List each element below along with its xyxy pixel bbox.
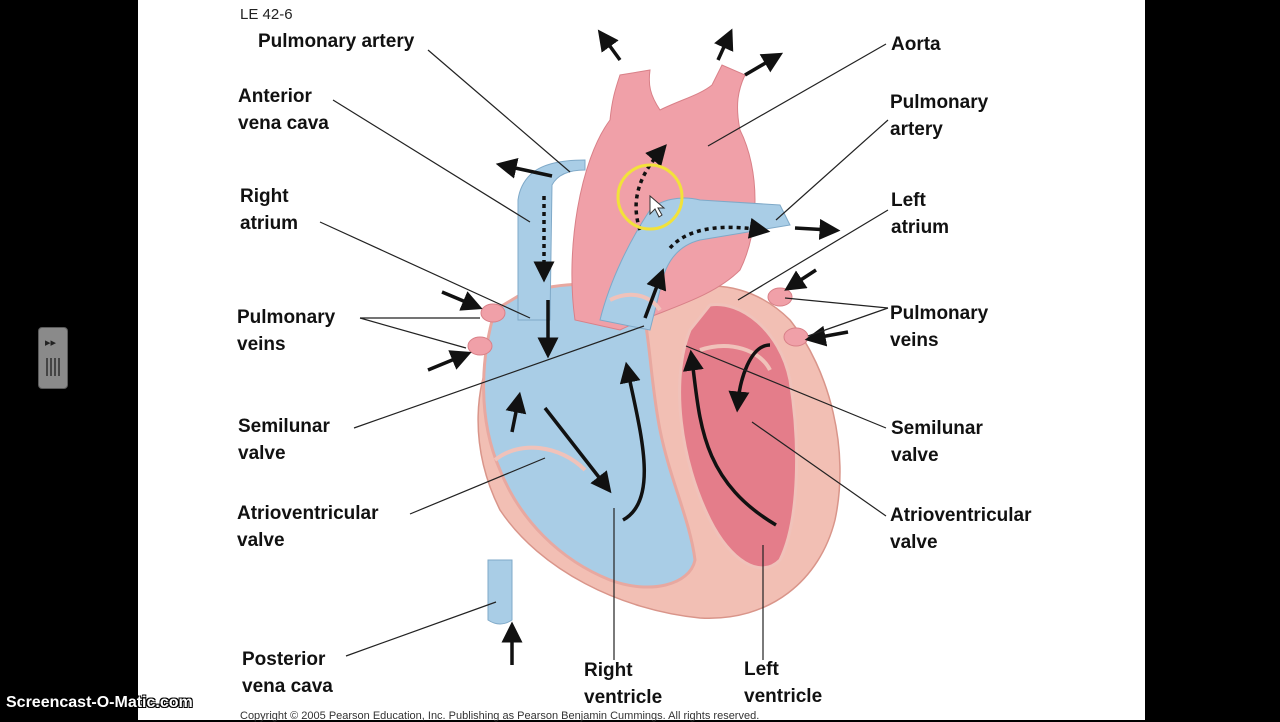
arrow-pv-left-upper-in: [441, 290, 483, 311]
semilunar-valve-right-heart: [609, 292, 662, 312]
leader-pulmonary-artery-left: [427, 49, 571, 173]
leader-semilunar-valve-right: [685, 345, 887, 429]
label-posterior-vena-cava: Posterior vena cava: [242, 649, 333, 697]
leader-posterior-vena-cava: [345, 601, 497, 657]
label-anterior-vena-cava: Anterior vena cava: [238, 86, 329, 134]
leader-pulmonary-veins-left-b: [359, 317, 467, 349]
fast-forward-icon[interactable]: ▸▸: [45, 337, 57, 349]
label-pulmonary-veins-right: Pulmonary veins: [890, 303, 989, 351]
pulmonary-vein-left-upper: [480, 303, 506, 323]
arrow-aorta-right: [744, 52, 784, 77]
arrow-aorta-up: [714, 28, 734, 61]
arrow-la-down: [728, 343, 771, 413]
posterior-vena-cava: [487, 559, 513, 625]
watermark: Screencast-O-Matic.com: [6, 694, 193, 711]
arrow-pa-left-out: [495, 157, 553, 179]
label-aorta: Aorta: [891, 34, 941, 55]
figure-label: LE 42-6: [240, 6, 293, 23]
label-left-atrium: Left atrium: [891, 190, 950, 238]
arrow-rv-left-small: [505, 391, 527, 433]
arrow-pv-left-lower-in: [427, 350, 472, 372]
leader-semilunar-valve-left: [353, 325, 645, 429]
label-atrioventricular-valve-right: Atrioventricular valve: [890, 505, 1032, 553]
leader-av-valve-right: [751, 421, 887, 517]
aorta: [571, 64, 756, 331]
leader-pulmonary-artery-right: [775, 119, 889, 221]
arrow-rv-up: [643, 268, 667, 319]
leader-left-atrium: [737, 209, 889, 301]
copyright-notice: Copyright © 2005 Pearson Education, Inc.…: [240, 710, 760, 722]
leader-right-atrium: [319, 221, 531, 319]
cursor-highlight-ring: [616, 163, 684, 231]
av-valve-right-heart: [493, 445, 587, 472]
arrow-aorta-up-left: [597, 29, 622, 62]
label-pulmonary-veins-left: Pulmonary veins: [237, 307, 336, 355]
arrow-rv-j: [619, 361, 647, 522]
keypad-icon: [46, 358, 60, 376]
leader-pulmonary-veins-right-b: [807, 307, 889, 337]
pulmonary-vein-right-upper: [767, 287, 793, 307]
left-heart: [678, 302, 799, 570]
label-right-ventricle: Right ventricle: [584, 660, 663, 708]
label-atrioventricular-valve-left: Atrioventricular valve: [237, 503, 379, 551]
leader-aorta: [707, 43, 887, 147]
label-left-ventricle: Left ventricle: [744, 659, 823, 707]
label-pulmonary-artery-left: Pulmonary artery: [258, 31, 415, 52]
dashed-arrow-pa-up: [634, 144, 667, 231]
label-semilunar-valve-left: Semilunar valve: [238, 416, 330, 464]
av-valve-left-heart: [699, 344, 772, 372]
label-pulmonary-artery-right: Pulmonary artery: [890, 92, 989, 140]
arrow-pa-right-out: [794, 218, 841, 240]
arrow-pv-right-upper-in: [784, 268, 817, 291]
pulmonary-vein-left-lower: [467, 336, 493, 356]
arrow-rv-diag: [543, 406, 612, 494]
leader-pulmonary-veins-right-a: [784, 297, 889, 309]
leader-anterior-vena-cava: [332, 99, 531, 223]
pulmonary-vein-right-lower: [783, 327, 809, 347]
leader-av-valve-left: [409, 457, 546, 515]
player-controls[interactable]: ▸▸: [38, 327, 68, 389]
mouse-cursor-icon: [649, 194, 666, 218]
label-right-atrium: Right atrium: [240, 186, 299, 234]
label-semilunar-valve-right: Semilunar valve: [891, 418, 983, 466]
arrow-lv-up: [682, 349, 777, 527]
arrow-pv-right-lower-in: [804, 325, 849, 347]
dashed-arrow-pa-right: [668, 217, 771, 250]
